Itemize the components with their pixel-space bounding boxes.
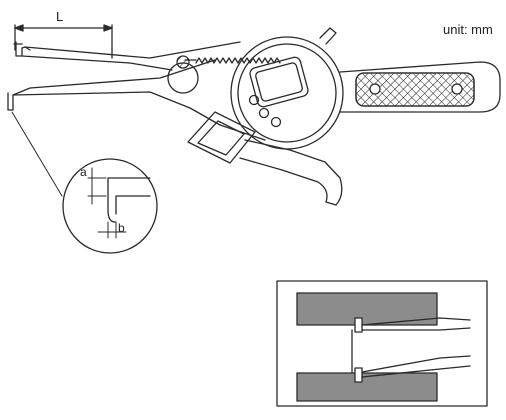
dimension-l bbox=[14, 24, 113, 59]
detail-view bbox=[62, 158, 158, 254]
dimension-a-label: a bbox=[80, 165, 87, 179]
trigger-lever bbox=[239, 139, 343, 206]
upper-jaw bbox=[13, 41, 241, 71]
unit-label: unit: mm bbox=[443, 22, 493, 37]
dial-gauge bbox=[230, 27, 344, 150]
dimension-b-label: b bbox=[118, 221, 125, 235]
usage-inset bbox=[276, 280, 488, 407]
lower-jaw bbox=[7, 59, 266, 141]
bracket bbox=[187, 111, 256, 164]
pivot bbox=[167, 55, 199, 94]
dimension-l-label: L bbox=[56, 9, 63, 24]
spring bbox=[184, 57, 281, 64]
handle bbox=[339, 61, 501, 113]
